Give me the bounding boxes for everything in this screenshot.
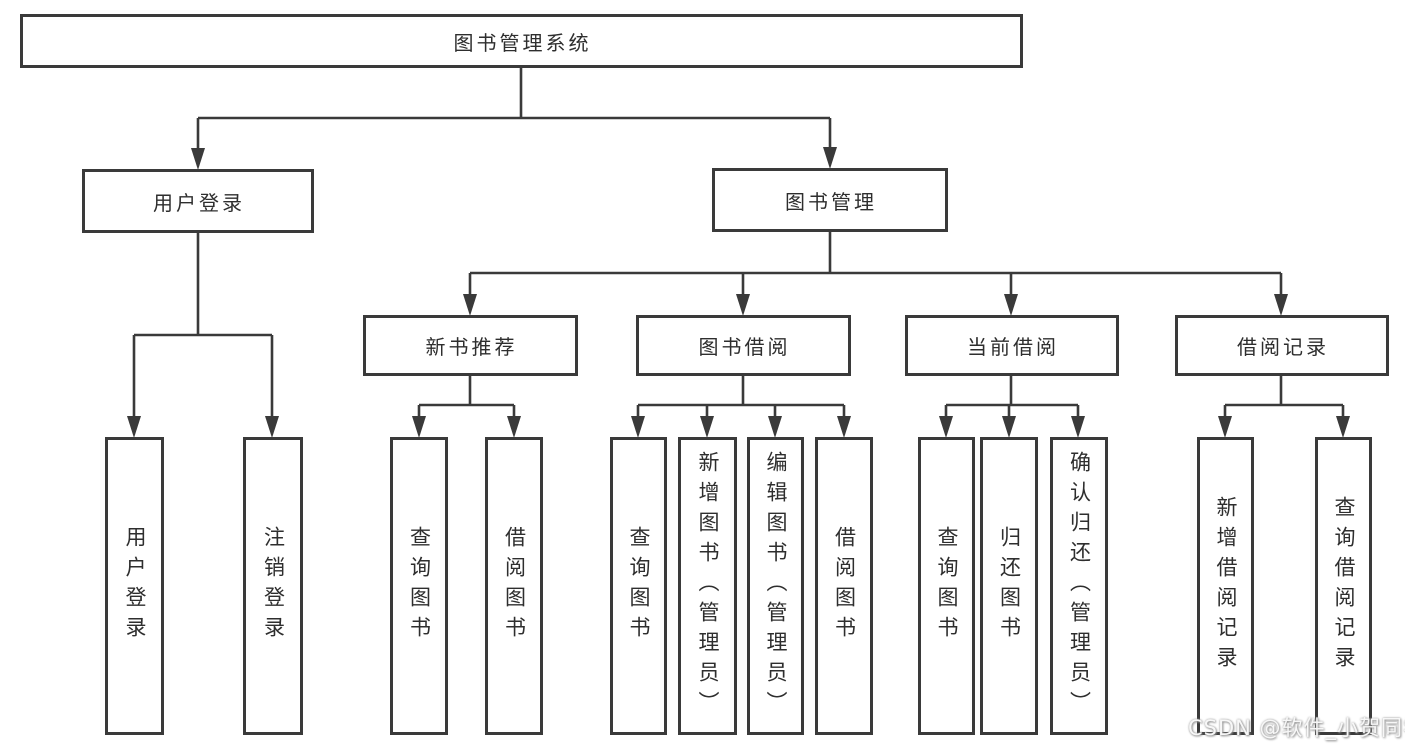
leaf-borrow-books-recommend: 借阅图书 [485, 437, 543, 735]
node-label: 新书推荐 [425, 335, 518, 359]
leaf-query-books-borrowing: 查询图书 [610, 437, 667, 735]
leaf-label: 借阅图书 [832, 526, 857, 646]
leaf-label: 查询图书 [407, 526, 432, 646]
node-label: 用户登录 [153, 190, 245, 215]
node-borrowing-records: 借阅记录 [1175, 315, 1389, 376]
csdn-watermark: CSDN @软件_小贺同学 [1188, 716, 1405, 740]
node-label: 图书管理系统 [453, 30, 592, 55]
leaf-edit-book-admin: 编辑图书（管理员） [747, 437, 804, 735]
arrowheads [127, 147, 1350, 438]
leaf-label: 新增图书（管理员） [696, 451, 720, 721]
leaf-logout: 注销登录 [243, 437, 303, 735]
node-label: 借阅记录 [1237, 335, 1329, 359]
leaf-label: 新增借阅记录 [1214, 496, 1238, 676]
leaf-label: 编辑图书（管理员） [764, 451, 788, 721]
leaf-add-book-admin: 新增图书（管理员） [678, 437, 737, 735]
leaf-return-book: 归还图书 [980, 437, 1038, 735]
leaf-add-borrow-record: 新增借阅记录 [1197, 437, 1254, 735]
node-label: 当前借阅 [967, 335, 1059, 359]
leaf-label: 归还图书 [997, 526, 1022, 646]
leaf-borrow-books-borrowing: 借阅图书 [815, 437, 873, 735]
node-book-management: 图书管理 [712, 168, 948, 232]
leaf-confirm-return-admin: 确认归还（管理员） [1050, 437, 1108, 735]
connector-segments [132, 68, 1345, 418]
node-user-login-branch: 用户登录 [82, 169, 314, 233]
leaf-label: 查询图书 [627, 526, 651, 646]
leaf-query-borrow-record: 查询借阅记录 [1315, 437, 1372, 735]
leaf-label: 查询借阅记录 [1332, 496, 1356, 676]
node-label: 图书借阅 [698, 335, 791, 359]
leaf-label: 查询图书 [935, 526, 959, 646]
leaf-query-books-current: 查询图书 [918, 437, 975, 735]
leaf-label: 借阅图书 [502, 526, 527, 646]
node-root-system: 图书管理系统 [20, 14, 1023, 68]
leaf-label: 注销登录 [261, 526, 286, 646]
leaf-label: 用户登录 [123, 526, 147, 646]
node-new-book-recommend: 新书推荐 [363, 315, 578, 376]
node-label: 图书管理 [785, 189, 877, 214]
node-current-borrowing: 当前借阅 [905, 315, 1119, 376]
leaf-user-login: 用户登录 [105, 437, 164, 735]
leaf-label: 确认归还（管理员） [1067, 451, 1092, 721]
leaf-query-books-recommend: 查询图书 [390, 437, 448, 735]
node-book-borrowing: 图书借阅 [636, 315, 851, 376]
